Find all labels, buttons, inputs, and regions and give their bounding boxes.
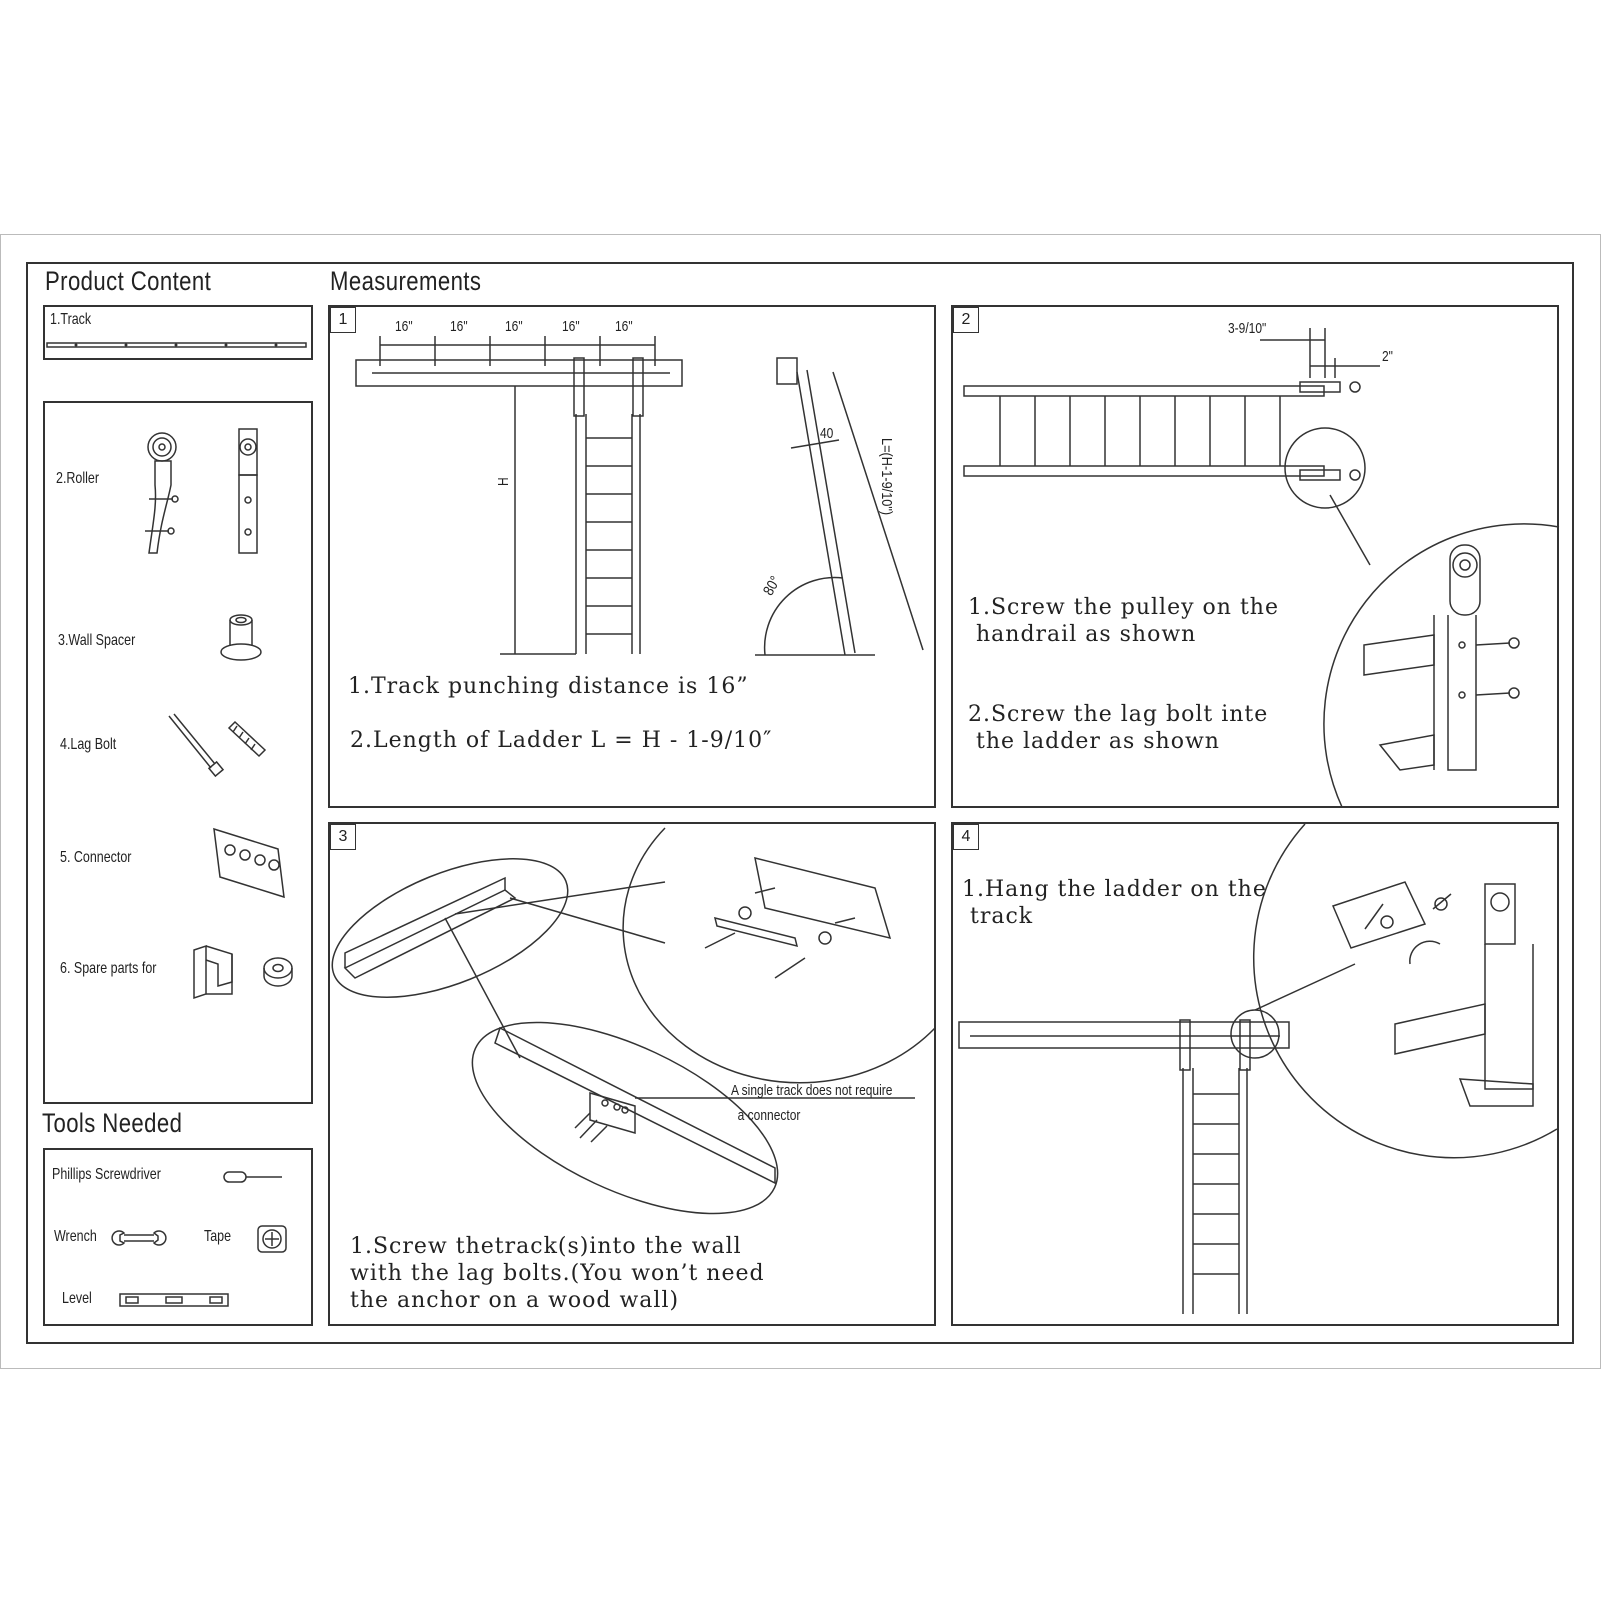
step-1-offset-label: 40 xyxy=(820,425,834,442)
lag-bolt-icon xyxy=(165,712,275,782)
step-3-note-1: 1.Screw thetrack(s)into the wall with th… xyxy=(350,1234,765,1313)
tool-label-wrench: Wrench xyxy=(54,1228,97,1245)
parts-box xyxy=(43,401,313,1104)
step-3-wall-mount-drawing xyxy=(335,828,935,1218)
part-label-lag-bolt: 4.Lag Bolt xyxy=(60,736,117,753)
step-1-height-label: H xyxy=(495,477,512,486)
roller-icon xyxy=(135,425,305,560)
tool-label-tape: Tape xyxy=(204,1228,232,1245)
step-4-hang-ladder-drawing xyxy=(955,824,1557,1324)
part-label-wall-spacer: 3.Wall Spacer xyxy=(58,632,136,649)
step-1-track-ladder-drawing xyxy=(350,318,690,658)
step-3-panel xyxy=(328,822,936,1326)
product-content-heading: Product Content xyxy=(45,266,212,296)
step-2-note-2: 2.Screw the lag bolt inte the ladder as … xyxy=(968,702,1269,754)
step-2-number: 2 xyxy=(953,307,979,333)
step-4-note-1: 1.Hang the ladder on the track xyxy=(962,877,1267,929)
track-part-box xyxy=(43,305,313,360)
tool-label-screwdriver: Phillips Screwdriver xyxy=(52,1166,161,1183)
part-label-spare-parts: 6. Spare parts for xyxy=(60,960,157,977)
tools-box xyxy=(43,1148,313,1326)
step-1-dim-4: 16" xyxy=(562,318,580,335)
part-label-track: 1.Track xyxy=(50,311,92,328)
step-3-number: 3 xyxy=(330,824,356,850)
step-1-note-1: 1.Track punching distance is 16” xyxy=(348,674,749,699)
step-4-number: 4 xyxy=(953,824,979,850)
step-1-dim-5: 16" xyxy=(615,318,633,335)
step-1-number: 1 xyxy=(330,307,356,333)
tape-measure-icon xyxy=(255,1223,289,1255)
spare-parts-icon xyxy=(190,942,300,1000)
connector-icon xyxy=(212,825,292,903)
step-2-note-1: 1.Screw the pulley on the handrail as sh… xyxy=(968,595,1279,647)
step-2-dim-1: 3-9/10" xyxy=(1228,320,1267,337)
track-icon xyxy=(46,340,308,350)
step-2-dim-2: 2" xyxy=(1382,348,1393,365)
step-2-panel xyxy=(951,305,1559,808)
step-1-dim-3: 16" xyxy=(505,318,523,335)
wall-spacer-icon xyxy=(217,612,265,664)
step-1-note-2: 2.Length of Ladder L = H - 1-9/10″ xyxy=(350,728,773,753)
step-1-dim-2: 16" xyxy=(450,318,468,335)
step-1-dim-1: 16" xyxy=(395,318,413,335)
step-1-side-view-drawing xyxy=(755,350,925,665)
step-1-length-label: L=(H-1-9/10") xyxy=(878,438,895,516)
part-label-connector: 5. Connector xyxy=(60,849,132,866)
step-3-callout: A single track does not require a connec… xyxy=(731,1082,893,1124)
step-2-pulley-detail xyxy=(1330,495,1560,807)
screwdriver-icon xyxy=(222,1170,284,1184)
content-border xyxy=(26,262,1574,1344)
step-2-ladder-top-view xyxy=(960,318,1380,513)
part-label-roller: 2.Roller xyxy=(56,470,100,487)
step-4-panel xyxy=(951,822,1559,1326)
tools-needed-heading: Tools Needed xyxy=(42,1108,183,1138)
wrench-icon xyxy=(112,1229,166,1247)
level-icon xyxy=(118,1292,230,1308)
step-1-panel xyxy=(328,305,936,808)
tool-label-level: Level xyxy=(62,1290,92,1307)
measurements-heading: Measurements xyxy=(330,266,482,296)
